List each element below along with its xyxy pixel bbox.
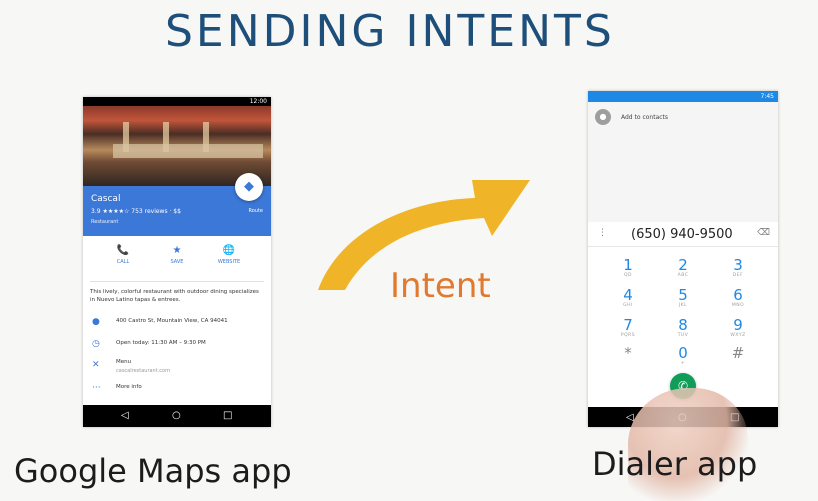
- photo-detail: [163, 122, 169, 152]
- backspace-icon[interactable]: ⌫: [757, 228, 770, 238]
- dial-key-0[interactable]: 0+: [663, 345, 703, 366]
- call-action[interactable]: 📞 CALL: [103, 245, 143, 265]
- more-dots-icon: ···: [92, 383, 101, 393]
- key-digit: 9: [733, 316, 743, 334]
- menu-row[interactable]: ✕ Menu cascalrestaurant.com: [83, 358, 271, 378]
- address-text: 400 Castro St, Mountain View, CA 94041: [116, 318, 228, 324]
- photo-detail: [113, 144, 263, 158]
- photo-detail: [203, 122, 209, 152]
- key-digit: 2: [678, 256, 688, 274]
- key-digit: 8: [678, 316, 688, 334]
- directions-icon: ◆: [244, 179, 254, 194]
- save-label: SAVE: [170, 259, 184, 265]
- star-icon: ★: [172, 245, 182, 256]
- key-digit: 0: [678, 344, 688, 362]
- dialer-app-caption: Dialer app: [592, 445, 758, 483]
- back-icon[interactable]: ◁: [121, 410, 129, 421]
- number-display: ⋮ (650) 940-9500 ⌫: [588, 222, 778, 247]
- key-letters: ABC: [677, 273, 689, 278]
- dialer-phone: 7:45 ● Add to contacts ⋮ (650) 940-9500 …: [588, 91, 778, 427]
- photo-detail: [123, 122, 129, 152]
- page-title: SENDING INTENTS: [165, 6, 615, 57]
- key-digit: 4: [623, 286, 633, 304]
- person-add-icon: ●: [595, 109, 611, 125]
- website-action[interactable]: 🌐 WEBSITE: [209, 245, 249, 265]
- key-letters: QD: [623, 273, 632, 278]
- clock-icon: ◷: [92, 339, 100, 349]
- hours-row[interactable]: ◷ Open today: 11:30 AM – 9:30 PM: [83, 337, 271, 353]
- key-digit: *: [624, 344, 632, 362]
- more-info-text: More info: [116, 384, 142, 390]
- key-letters: MNO: [731, 303, 745, 308]
- directions-button[interactable]: ◆: [235, 173, 263, 201]
- maps-phone: 12:00 Cascal 3.9 ★★★★☆ 753 reviews · $$ …: [83, 97, 271, 427]
- more-info-row[interactable]: ··· More info: [83, 381, 271, 397]
- key-digit: #: [731, 344, 745, 362]
- dial-key-star[interactable]: *: [608, 345, 648, 361]
- place-rating: 3.9 ★★★★☆ 753 reviews · $$: [91, 208, 181, 215]
- menu-text: Menu: [116, 359, 132, 365]
- key-letters: JKL: [678, 303, 688, 308]
- key-letters: DEF: [732, 273, 744, 278]
- address-row[interactable]: ● 400 Castro St, Mountain View, CA 94041: [83, 315, 271, 331]
- call-label: CALL: [116, 259, 130, 265]
- key-letters: +: [680, 361, 686, 366]
- intent-arrow: [318, 180, 530, 290]
- maps-status-bar: 12:00: [83, 97, 271, 106]
- place-type: Restaurant: [91, 219, 119, 225]
- utensils-icon: ✕: [92, 360, 100, 370]
- back-icon[interactable]: ◁: [626, 412, 634, 423]
- key-digit: 6: [733, 286, 743, 304]
- save-action[interactable]: ★ SAVE: [157, 245, 197, 265]
- key-digit: 5: [678, 286, 688, 304]
- menu-url: cascalrestaurant.com: [116, 368, 170, 374]
- phone-icon: 📞: [116, 245, 130, 256]
- presenter-hand: [628, 388, 748, 501]
- key-letters: TUV: [677, 333, 689, 338]
- website-label: WEBSITE: [217, 259, 241, 265]
- restaurant-photo: [83, 106, 271, 186]
- globe-icon: 🌐: [222, 245, 236, 256]
- key-digit: 7: [623, 316, 633, 334]
- recents-icon[interactable]: □: [223, 410, 233, 421]
- arrow-shape: [318, 180, 530, 290]
- location-pin-icon: ●: [92, 317, 100, 327]
- dialer-status-bar: 7:45: [588, 91, 778, 102]
- key-digit: 3: [733, 256, 743, 274]
- intent-label: Intent: [390, 266, 491, 306]
- home-icon[interactable]: ○: [172, 410, 181, 421]
- dial-key-hash[interactable]: #: [718, 345, 758, 361]
- overflow-menu-icon[interactable]: ⋮: [598, 228, 607, 238]
- place-name: Cascal: [91, 194, 121, 204]
- add-to-contacts-row[interactable]: ● Add to contacts: [588, 102, 778, 222]
- phone-icon: ✆: [677, 379, 689, 393]
- action-bar: 📞 CALL ★ SAVE 🌐 WEBSITE: [83, 245, 271, 273]
- route-label: Route: [248, 208, 263, 214]
- hours-text: Open today: 11:30 AM – 9:30 PM: [116, 340, 206, 346]
- place-description: This lively, colorful restaurant with ou…: [90, 281, 264, 304]
- add-to-contacts-label: Add to contacts: [621, 114, 669, 121]
- key-letters: GHI: [623, 303, 633, 308]
- maps-app-caption: Google Maps app: [14, 452, 292, 490]
- dialed-number: (650) 940-9500: [631, 227, 733, 242]
- key-letters: WXYZ: [730, 333, 746, 338]
- android-nav-bar: ◁ ○ □: [83, 405, 271, 427]
- key-digit: 1: [623, 256, 633, 274]
- key-letters: PQRS: [620, 333, 636, 338]
